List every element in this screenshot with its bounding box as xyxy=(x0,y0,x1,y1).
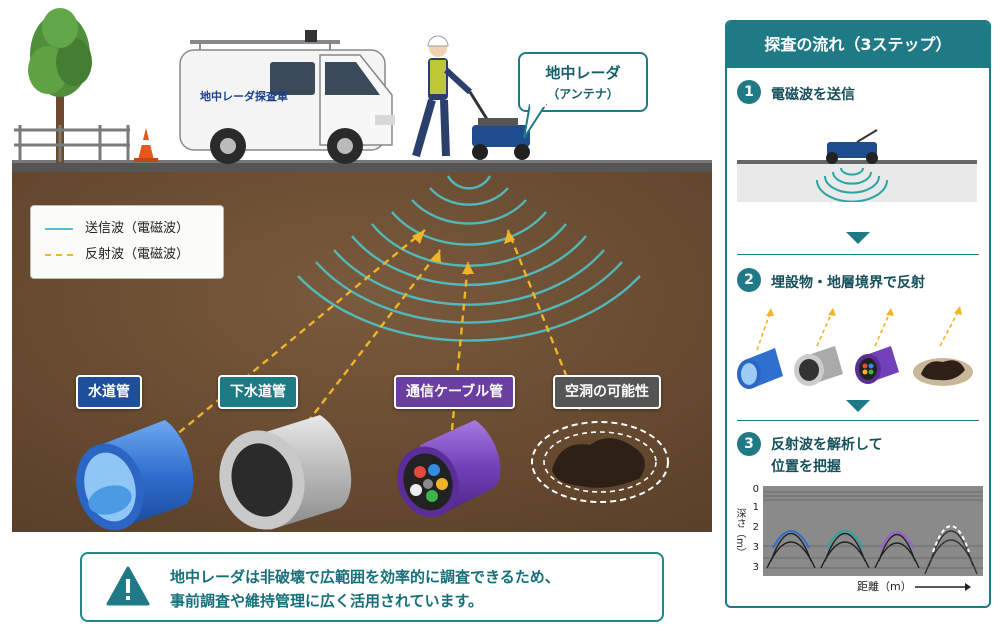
tag-water-pipe: 水道管 xyxy=(76,375,142,409)
tree xyxy=(28,8,92,163)
cable-conduit xyxy=(397,420,501,518)
legend-reflect-label: 反射波（電磁波） xyxy=(85,247,190,262)
callout-pointer xyxy=(523,104,548,139)
radargram-ylabel: 深さ（m） xyxy=(734,508,745,558)
step-2-illustration xyxy=(737,306,973,389)
step-3-title-2: 位置を把握 xyxy=(771,459,841,475)
process-panel: 探査の流れ（3ステップ） 1 電磁波を送信 2 埋設物・地層境界で反射 xyxy=(725,20,991,608)
water-pipe xyxy=(76,420,194,531)
cavity xyxy=(531,421,669,503)
step-3-number: 3 xyxy=(737,432,761,456)
step-arrow-2 xyxy=(846,400,870,412)
gpr-cart xyxy=(468,91,530,160)
radargram-xlabel: 距離（m） xyxy=(857,580,912,593)
step-1-illustration xyxy=(737,129,977,202)
fence xyxy=(14,125,130,162)
distance-arrow-icon xyxy=(915,583,971,591)
tag-cavity: 空洞の可能性 xyxy=(553,375,661,409)
antenna-callout-line1: 地中レーダ xyxy=(545,64,621,82)
step-2-title: 埋設物・地層境界で反射 xyxy=(771,275,925,291)
divider-2 xyxy=(737,420,979,421)
legend-transmit-line xyxy=(45,227,73,230)
traffic-cone xyxy=(134,128,158,162)
info-line-2: 事前調査や維持管理に広く活用されています。 xyxy=(170,592,484,610)
tag-sewer-pipe: 下水道管 xyxy=(218,375,298,409)
step-1-number: 1 xyxy=(737,80,761,104)
warning-icon xyxy=(106,566,150,606)
legend-transmit-label: 送信波（電磁波） xyxy=(85,221,190,236)
radargram xyxy=(763,486,983,576)
van-label: 地中レーダ探査車 xyxy=(200,90,288,103)
ytick-0: 0 xyxy=(752,484,759,495)
ytick-2: 2 xyxy=(752,522,759,533)
legend-transmit: 送信波（電磁波） xyxy=(45,218,189,240)
tag-cable-conduit: 通信ケーブル管 xyxy=(394,375,516,409)
antenna-callout: 地中レーダ （アンテナ） xyxy=(518,52,648,112)
step-3-title: 反射波を解析して xyxy=(771,437,883,453)
ytick-4: 3 xyxy=(752,562,759,573)
scene: 地中レーダ探査車 地中レーダ （アンテナ） 送信波（電磁波） 反射波（電磁波） … xyxy=(12,8,712,622)
sewer-pipe xyxy=(219,415,352,530)
ytick-1: 1 xyxy=(752,502,759,513)
info-line-1: 地中レーダは非破壊で広範囲を効率的に調査できるため、 xyxy=(170,568,560,586)
legend-reflect-line xyxy=(45,253,73,256)
antenna-callout-line2: （アンテナ） xyxy=(547,87,619,101)
reflect-arrowheads xyxy=(412,230,515,274)
divider-1 xyxy=(737,254,979,255)
legend: 送信波（電磁波） 反射波（電磁波） xyxy=(30,205,224,279)
ytick-3: 3 xyxy=(752,542,759,553)
step-1-title: 電磁波を送信 xyxy=(771,87,855,103)
radargram-yticks: 0 1 2 3 3 xyxy=(745,484,761,576)
step-2-number: 2 xyxy=(737,268,761,292)
panel-title: 探査の流れ（3ステップ） xyxy=(727,22,989,68)
info-box: 地中レーダは非破壊で広範囲を効率的に調査できるため、 事前調査や維持管理に広く活… xyxy=(80,552,664,622)
step-arrow-1 xyxy=(846,232,870,244)
legend-reflect: 反射波（電磁波） xyxy=(45,244,189,266)
survey-van xyxy=(179,30,395,164)
worker xyxy=(412,35,473,158)
